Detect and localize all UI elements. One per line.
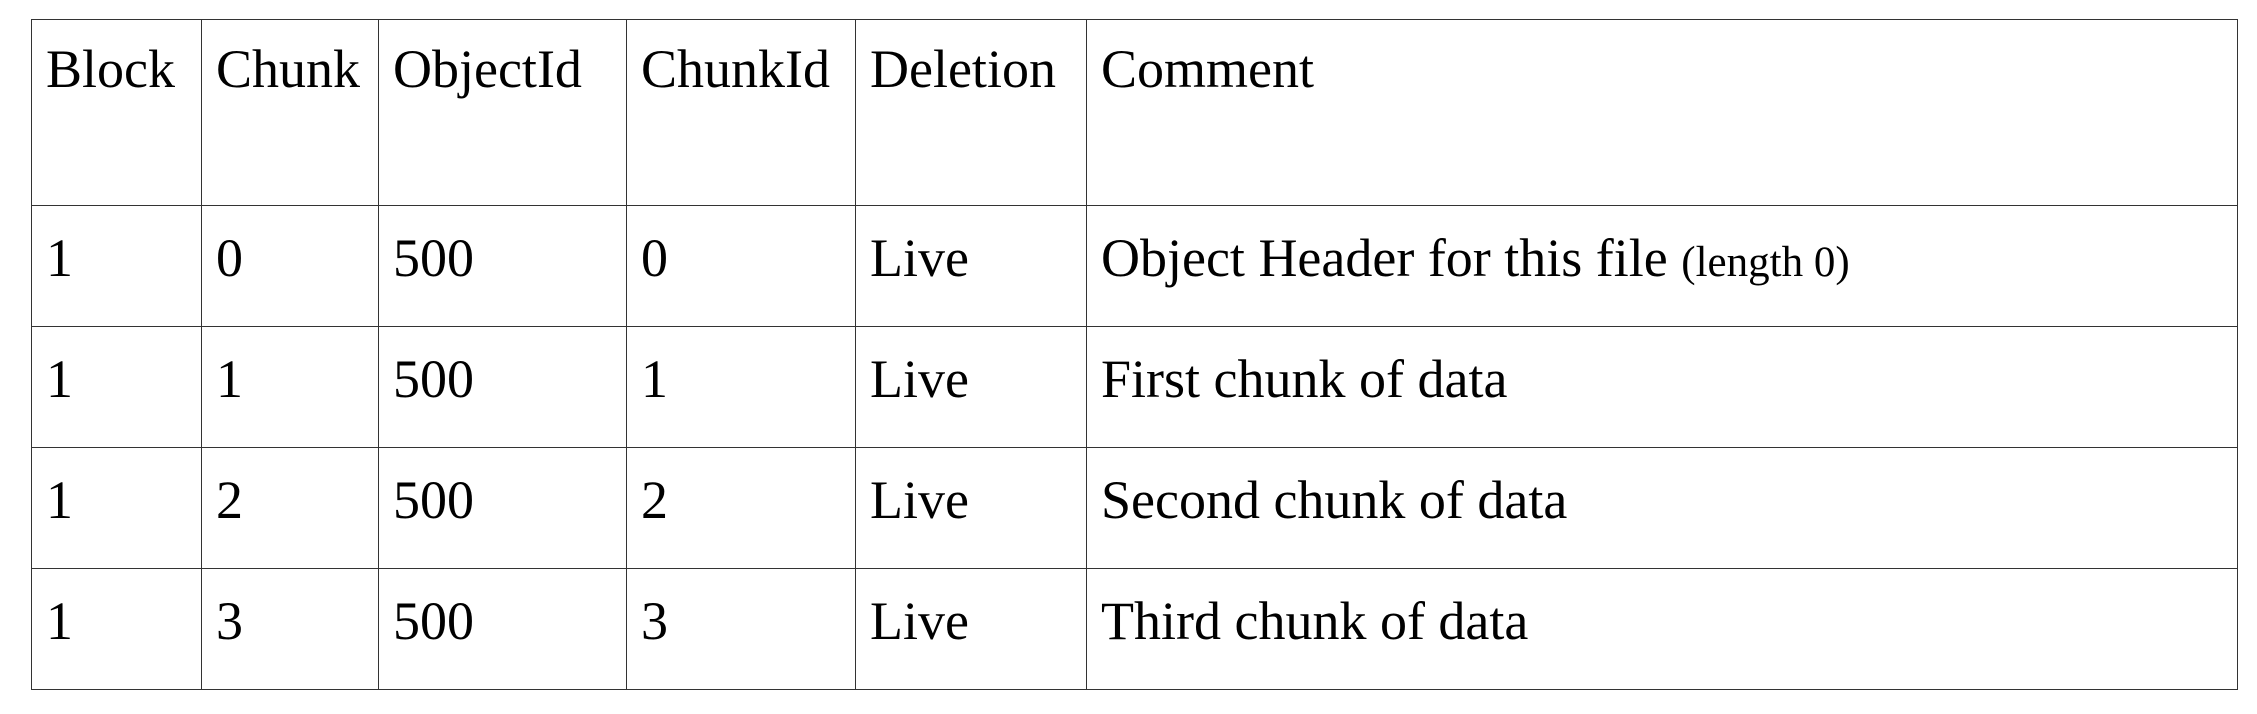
header-deletion: Deletion <box>855 19 1087 206</box>
cell-block: 1 <box>31 568 202 690</box>
comment-text: Object Header for this file <box>1101 228 1668 288</box>
cell-object-id: 500 <box>378 568 627 690</box>
cell-object-id: 500 <box>378 447 627 569</box>
header-chunk: Chunk <box>201 19 379 206</box>
header-object-id: ObjectId <box>378 19 627 206</box>
cell-chunk: 3 <box>201 568 379 690</box>
cell-chunk: 0 <box>201 205 379 327</box>
cell-object-id: 500 <box>378 205 627 327</box>
cell-block: 1 <box>31 447 202 569</box>
table-row: 1 0 500 0 Live Object Header for this fi… <box>31 205 2238 327</box>
cell-chunk-id: 0 <box>626 205 856 327</box>
header-block: Block <box>31 19 202 206</box>
chunk-table: Block Chunk ObjectId ChunkId Deletion Co… <box>31 19 2238 690</box>
cell-comment: Third chunk of data <box>1086 568 2238 690</box>
cell-deletion: Live <box>855 326 1087 448</box>
cell-object-id: 500 <box>378 326 627 448</box>
header-chunk-id: ChunkId <box>626 19 856 206</box>
cell-deletion: Live <box>855 568 1087 690</box>
cell-comment: Second chunk of data <box>1086 447 2238 569</box>
cell-block: 1 <box>31 205 202 327</box>
comment-note: (length 0) <box>1681 239 1850 286</box>
cell-comment: First chunk of data <box>1086 326 2238 448</box>
cell-chunk-id: 2 <box>626 447 856 569</box>
cell-deletion: Live <box>855 205 1087 327</box>
cell-chunk: 1 <box>201 326 379 448</box>
cell-chunk-id: 1 <box>626 326 856 448</box>
table-row: 1 3 500 3 Live Third chunk of data <box>31 568 2238 690</box>
table-row: 1 1 500 1 Live First chunk of data <box>31 326 2238 448</box>
cell-comment: Object Header for this file (length 0) <box>1086 205 2238 327</box>
table-row: 1 2 500 2 Live Second chunk of data <box>31 447 2238 569</box>
cell-chunk-id: 3 <box>626 568 856 690</box>
cell-chunk: 2 <box>201 447 379 569</box>
cell-deletion: Live <box>855 447 1087 569</box>
table-header-row: Block Chunk ObjectId ChunkId Deletion Co… <box>31 19 2238 206</box>
header-comment: Comment <box>1086 19 2238 206</box>
cell-block: 1 <box>31 326 202 448</box>
